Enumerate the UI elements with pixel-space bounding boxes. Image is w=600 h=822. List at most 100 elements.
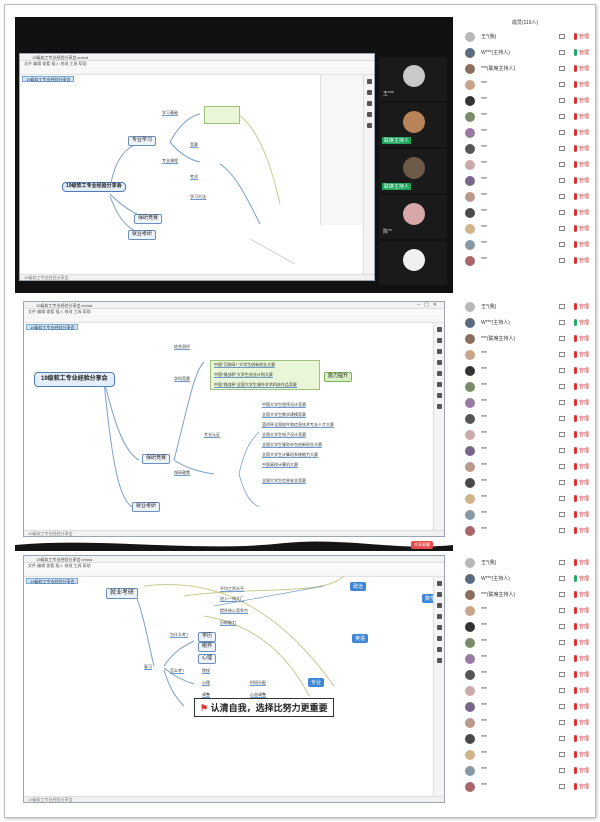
- microphone-icon[interactable]: [574, 415, 577, 422]
- microphone-icon[interactable]: [574, 447, 577, 454]
- member-action[interactable]: 管理: [578, 624, 589, 630]
- member-row[interactable]: 王*(我)管理: [459, 29, 591, 45]
- camera-icon[interactable]: [559, 640, 565, 645]
- member-row[interactable]: ***管理: [459, 715, 591, 731]
- member-action[interactable]: 管理: [578, 448, 589, 454]
- mindmap-leaf[interactable]: 为什么考?: [170, 632, 189, 638]
- camera-icon[interactable]: [559, 98, 565, 103]
- video-tile[interactable]: 陈**: [379, 195, 447, 239]
- callout-box[interactable]: ⚑ 认清自我，选择比努力更重要: [194, 698, 334, 717]
- camera-icon[interactable]: [559, 512, 565, 517]
- camera-icon[interactable]: [559, 242, 565, 247]
- microphone-icon[interactable]: [574, 241, 577, 248]
- member-action[interactable]: 管理: [578, 336, 589, 342]
- mindmap-leaf[interactable]: 全国大学生服务外包创新创业大赛: [262, 442, 322, 448]
- member-row[interactable]: ***管理: [459, 731, 591, 747]
- camera-icon[interactable]: [559, 656, 565, 661]
- member-action[interactable]: 管理: [578, 384, 589, 390]
- member-action[interactable]: 管理: [578, 242, 589, 248]
- member-action[interactable]: 管理: [578, 66, 589, 72]
- member-row[interactable]: ***管理: [459, 109, 591, 125]
- member-action[interactable]: 管理: [578, 576, 589, 582]
- mindmap-window[interactable]: 19级软工专业经验分享会.xmind–▢✕ 文件 编辑 查看 插入 修改 工具 …: [23, 301, 445, 537]
- camera-icon[interactable]: [559, 400, 565, 405]
- microphone-icon[interactable]: [574, 113, 577, 120]
- member-row[interactable]: ***管理: [459, 379, 591, 395]
- member-action[interactable]: 管理: [578, 178, 589, 184]
- mindmap-leaf[interactable]: 中国高校计算机大赛: [262, 462, 298, 468]
- member-action[interactable]: 管理: [578, 98, 589, 104]
- member-action[interactable]: 管理: [578, 352, 589, 358]
- microphone-icon[interactable]: [574, 383, 577, 390]
- member-row[interactable]: ***管理: [459, 427, 591, 443]
- menu-bar[interactable]: 文件 编辑 查看 插入 修改 工具 帮助: [24, 309, 444, 315]
- camera-icon[interactable]: [559, 194, 565, 199]
- member-row[interactable]: W***(主持人)管理: [459, 571, 591, 587]
- microphone-icon[interactable]: [574, 495, 577, 502]
- mindmap-leaf[interactable]: 心态调整: [250, 692, 266, 698]
- mindmap-leaf[interactable]: 中国"互联网+"大学生创新创业大赛: [214, 362, 276, 368]
- mindmap-window[interactable]: 19级软工专业经验分享会.xmind 文件 编辑 查看 插入 修改 工具 帮助 …: [23, 555, 445, 803]
- video-tile[interactable]: [379, 241, 447, 285]
- video-tile[interactable]: 王***: [379, 57, 447, 101]
- member-row[interactable]: ***管理: [459, 189, 591, 205]
- camera-icon[interactable]: [559, 66, 565, 71]
- camera-icon[interactable]: [559, 416, 565, 421]
- member-action[interactable]: 管理: [578, 320, 589, 326]
- member-action[interactable]: 管理: [578, 688, 589, 694]
- camera-icon[interactable]: [559, 82, 565, 87]
- camera-icon[interactable]: [559, 146, 565, 151]
- microphone-icon[interactable]: [574, 65, 577, 72]
- member-row[interactable]: 王*(我)管理: [459, 299, 591, 315]
- camera-icon[interactable]: [559, 720, 565, 725]
- microphone-icon[interactable]: [574, 511, 577, 518]
- topic-box[interactable]: 政治: [350, 582, 367, 591]
- microphone-icon[interactable]: [574, 49, 577, 56]
- microphone-icon[interactable]: [574, 129, 577, 136]
- camera-icon[interactable]: [559, 784, 565, 789]
- member-action[interactable]: 管理: [578, 82, 589, 88]
- member-row[interactable]: ***管理: [459, 395, 591, 411]
- camera-icon[interactable]: [559, 752, 565, 757]
- member-row[interactable]: ***管理: [459, 77, 591, 93]
- microphone-icon[interactable]: [574, 607, 577, 614]
- microphone-icon[interactable]: [574, 367, 577, 374]
- microphone-icon[interactable]: [574, 591, 577, 598]
- microphone-icon[interactable]: [574, 783, 577, 790]
- member-row[interactable]: ***管理: [459, 747, 591, 763]
- member-row[interactable]: ***管理: [459, 619, 591, 635]
- member-action[interactable]: 管理: [578, 768, 589, 774]
- camera-icon[interactable]: [559, 258, 565, 263]
- member-row[interactable]: ***管理: [459, 763, 591, 779]
- branch-node[interactable]: 就业考研: [128, 230, 157, 240]
- camera-icon[interactable]: [559, 432, 565, 437]
- microphone-icon[interactable]: [574, 655, 577, 662]
- member-action[interactable]: 管理: [578, 146, 589, 152]
- microphone-icon[interactable]: [574, 351, 577, 358]
- right-toolbar[interactable]: [433, 323, 444, 530]
- microphone-icon[interactable]: [574, 303, 577, 310]
- member-action[interactable]: 管理: [578, 736, 589, 742]
- camera-icon[interactable]: [559, 672, 565, 677]
- member-row[interactable]: ***管理: [459, 205, 591, 221]
- member-row[interactable]: ***(联席主持人)管理: [459, 331, 591, 347]
- member-action[interactable]: 管理: [578, 416, 589, 422]
- root-node[interactable]: 19级软工专业经验分享会: [62, 182, 126, 192]
- camera-icon[interactable]: [559, 736, 565, 741]
- member-row[interactable]: ***管理: [459, 651, 591, 667]
- microphone-icon[interactable]: [574, 335, 577, 342]
- mindmap-window[interactable]: 19级软工专业经验分享会.xmind 文件 编辑 查看 插入 修改 工具 帮助 …: [19, 53, 375, 281]
- toolbar[interactable]: [24, 315, 444, 323]
- member-action[interactable]: 管理: [578, 784, 589, 790]
- microphone-icon[interactable]: [574, 703, 577, 710]
- branch-node[interactable]: 保研竞赛: [134, 214, 163, 224]
- member-row[interactable]: W***(主持人)管理: [459, 315, 591, 331]
- member-row[interactable]: ***管理: [459, 507, 591, 523]
- mindmap-leaf[interactable]: 全国大学生信息安全竞赛: [262, 478, 306, 484]
- member-action[interactable]: 管理: [578, 640, 589, 646]
- member-row[interactable]: ***管理: [459, 523, 591, 539]
- member-action[interactable]: 管理: [578, 130, 589, 136]
- toolbar[interactable]: [20, 67, 374, 75]
- microphone-icon[interactable]: [574, 33, 577, 40]
